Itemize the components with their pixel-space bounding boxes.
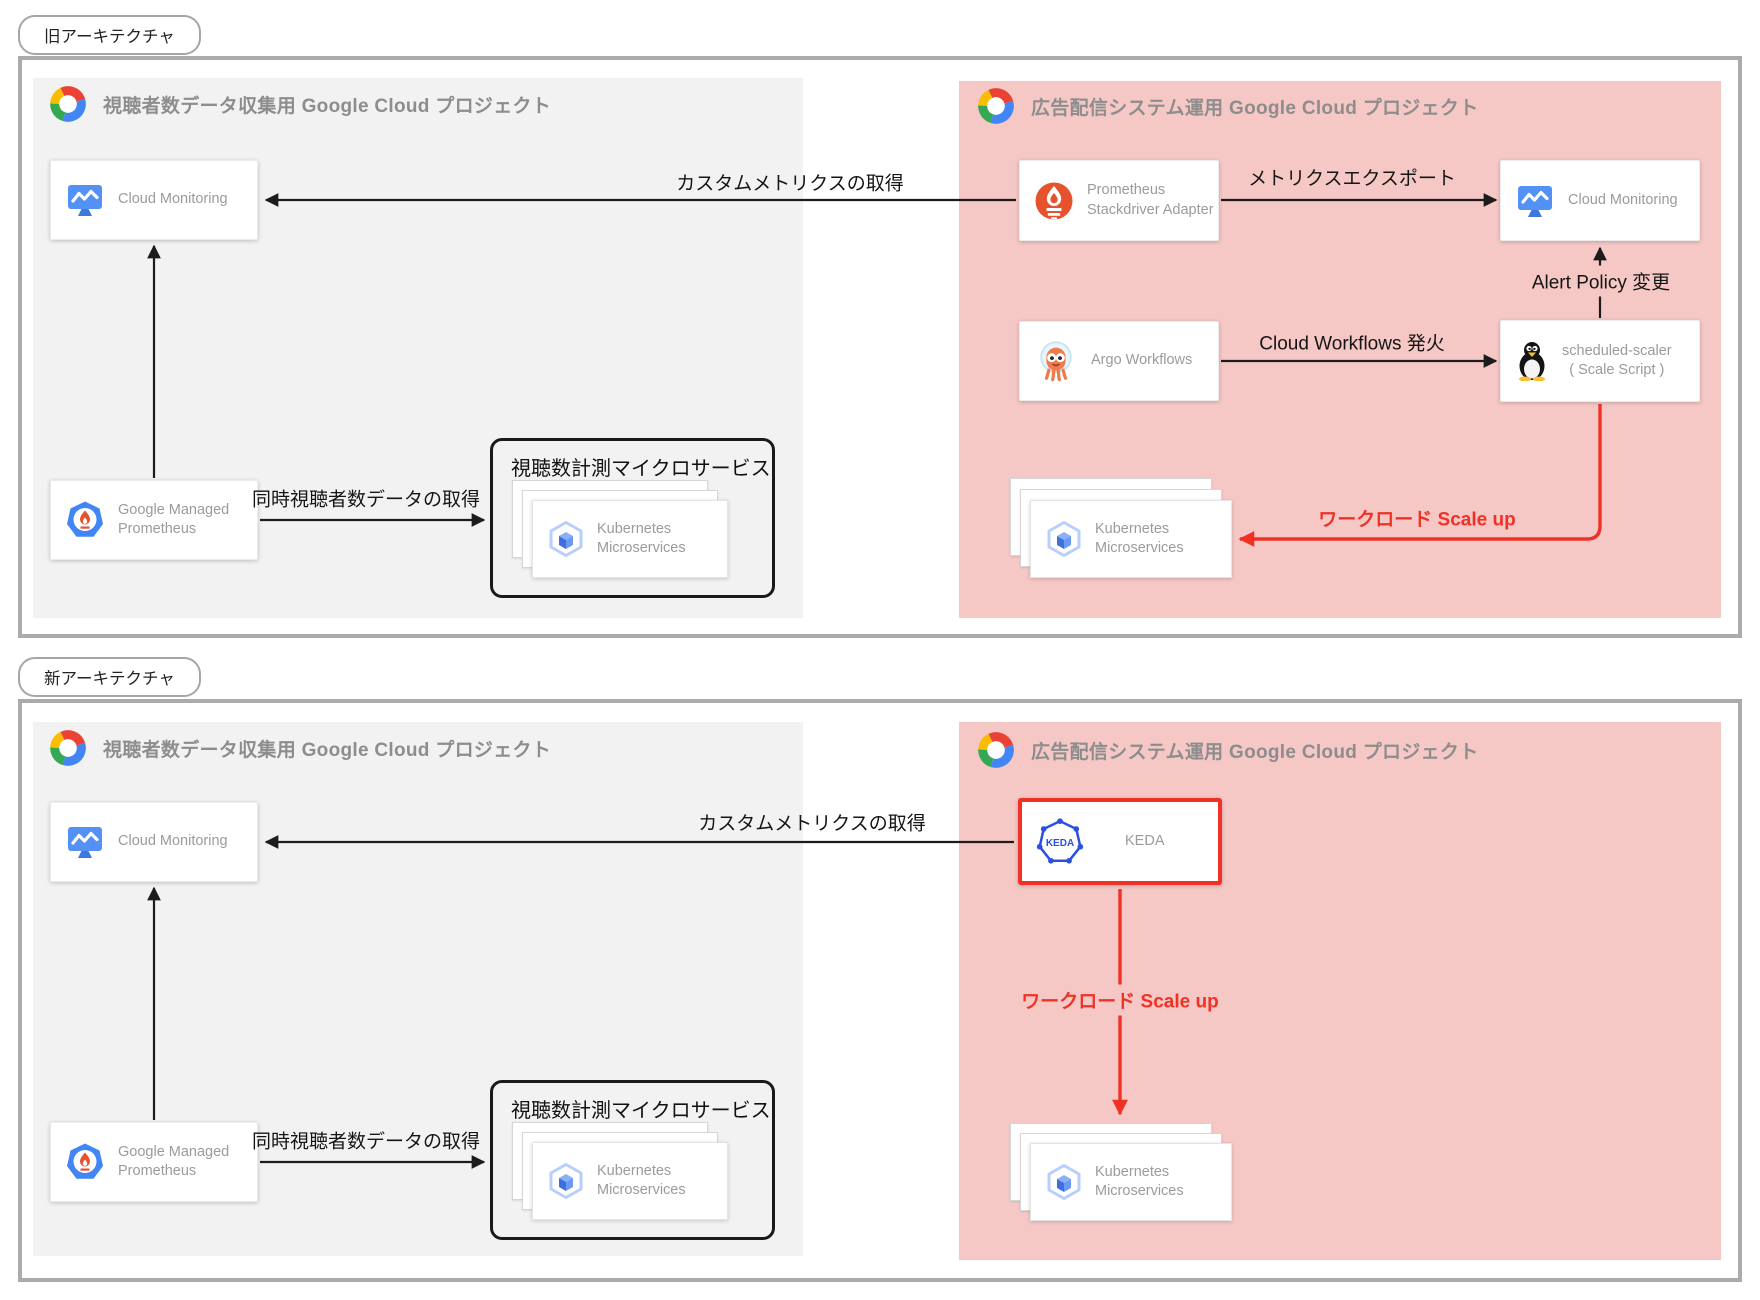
new-ads-project-header: 広告配信システム運用 Google Cloud プロジェクト xyxy=(973,730,1479,770)
node-label: Kubernetes xyxy=(1095,1163,1170,1180)
kubernetes-icon xyxy=(547,1162,585,1200)
new-custom-metrics-label: カスタムメトリクスの取得 xyxy=(698,813,926,835)
old-cloud-workflows-label: Cloud Workflows 発火 xyxy=(1259,333,1445,355)
old-viewer-project-header: 視聴者数データ収集用 Google Cloud プロジェクト xyxy=(45,84,551,124)
new-keda-node: KEDA KEDA xyxy=(1018,798,1222,885)
keda-icon: KEDA xyxy=(1036,818,1084,866)
old-left-cloud-monitoring-node: Cloud Monitoring xyxy=(50,160,258,240)
old-right-cloud-monitoring-node: Cloud Monitoring xyxy=(1500,160,1700,241)
cloud-monitoring-icon xyxy=(65,180,105,220)
old-argo-workflows-node: Argo Workflows xyxy=(1019,321,1219,401)
new-right-kubernetes-microservices-node: Kubernetes Microservices xyxy=(1030,1143,1232,1221)
old-custom-metrics-label: カスタムメトリクスの取得 xyxy=(676,173,904,195)
new-architecture-tag-label: 新アーキテクチャ xyxy=(44,670,175,688)
old-architecture-tag-label: 旧アーキテクチャ xyxy=(44,28,175,46)
new-fetch-data-label: 同時視聴者数データの取得 xyxy=(251,1131,481,1153)
node-label: Cloud Monitoring xyxy=(1568,191,1678,208)
managed-prometheus-icon xyxy=(65,500,105,540)
old-viewer-project-title: 視聴者数データ収集用 Google Cloud プロジェクト xyxy=(103,95,552,117)
node-label: Prometheus xyxy=(118,521,197,537)
old-scheduled-scaler-node: scheduled-scaler ( Scale Script ) xyxy=(1500,320,1700,402)
old-microservices-group-title: 視聴数計測マイクロサービス xyxy=(511,458,771,480)
old-google-managed-prometheus-node: Google Managed Prometheus xyxy=(50,480,258,560)
new-viewer-project-title: 視聴者数データ収集用 Google Cloud プロジェクト xyxy=(103,739,552,761)
old-ads-project-header: 広告配信システム運用 Google Cloud プロジェクト xyxy=(973,86,1479,126)
node-label: Microservices xyxy=(597,1182,686,1198)
new-left-cloud-monitoring-node: Cloud Monitoring xyxy=(50,802,258,882)
old-ads-project-title: 広告配信システム運用 Google Cloud プロジェクト xyxy=(1031,97,1479,119)
node-label: ( Scale Script ) xyxy=(1569,362,1665,378)
new-architecture-tag: 新アーキテクチャ xyxy=(18,657,201,697)
keda-icon-wordmark: KEDA xyxy=(1046,838,1074,849)
google-cloud-logo xyxy=(973,730,1019,770)
kubernetes-icon xyxy=(1045,1163,1083,1201)
linux-tux-icon xyxy=(1515,341,1549,381)
kubernetes-icon xyxy=(1045,520,1083,558)
node-label: Microservices xyxy=(1095,540,1184,556)
managed-prometheus-icon xyxy=(65,1142,105,1182)
new-left-kubernetes-microservices-node: Kubernetes Microservices xyxy=(532,1142,728,1220)
old-prometheus-stackdriver-adapter-node: Prometheus Stackdriver Adapter xyxy=(1019,160,1219,241)
node-label: Argo Workflows xyxy=(1091,352,1193,369)
kubernetes-icon xyxy=(547,520,585,558)
node-label: Cloud Monitoring xyxy=(118,833,228,850)
cloud-monitoring-icon xyxy=(65,822,105,862)
google-cloud-logo xyxy=(973,86,1019,126)
new-microservices-group-title: 視聴数計測マイクロサービス xyxy=(511,1100,771,1122)
cloud-monitoring-icon xyxy=(1515,181,1555,221)
node-label: Prometheus xyxy=(1087,182,1166,199)
node-label: Kubernetes xyxy=(597,1162,672,1179)
prometheus-icon xyxy=(1034,181,1074,221)
node-label: Kubernetes xyxy=(597,520,672,537)
new-ads-project-title: 広告配信システム運用 Google Cloud プロジェクト xyxy=(1031,741,1479,763)
node-label: Google Managed xyxy=(118,501,230,518)
old-fetch-data-label: 同時視聴者数データの取得 xyxy=(251,489,481,511)
google-cloud-logo xyxy=(45,84,91,124)
new-google-managed-prometheus-node: Google Managed Prometheus xyxy=(50,1122,258,1202)
google-cloud-logo xyxy=(45,728,91,768)
node-label: Microservices xyxy=(1095,1183,1184,1199)
argo-workflows-icon xyxy=(1034,339,1078,383)
old-architecture-tag: 旧アーキテクチャ xyxy=(18,15,201,55)
node-label: Cloud Monitoring xyxy=(118,191,228,208)
old-alert-policy-label: Alert Policy 変更 xyxy=(1523,265,1679,297)
node-label: Microservices xyxy=(597,540,686,556)
node-label: Google Managed xyxy=(118,1143,230,1160)
old-left-kubernetes-microservices-node: Kubernetes Microservices xyxy=(532,500,728,578)
old-scale-up-label: ワークロード Scale up xyxy=(1310,502,1524,534)
new-viewer-project-header: 視聴者数データ収集用 Google Cloud プロジェクト xyxy=(45,728,551,768)
new-scale-up-label: ワークロード Scale up xyxy=(1013,984,1227,1016)
node-label: KEDA xyxy=(1125,832,1165,849)
node-label: Stackdriver Adapter xyxy=(1087,201,1214,218)
node-label: Prometheus xyxy=(118,1163,197,1179)
node-label: scheduled-scaler xyxy=(1562,342,1672,359)
old-right-kubernetes-microservices-node: Kubernetes Microservices xyxy=(1030,500,1232,578)
old-metrics-export-label: メトリクスエクスポート xyxy=(1248,168,1456,190)
node-label: Kubernetes xyxy=(1095,520,1170,537)
